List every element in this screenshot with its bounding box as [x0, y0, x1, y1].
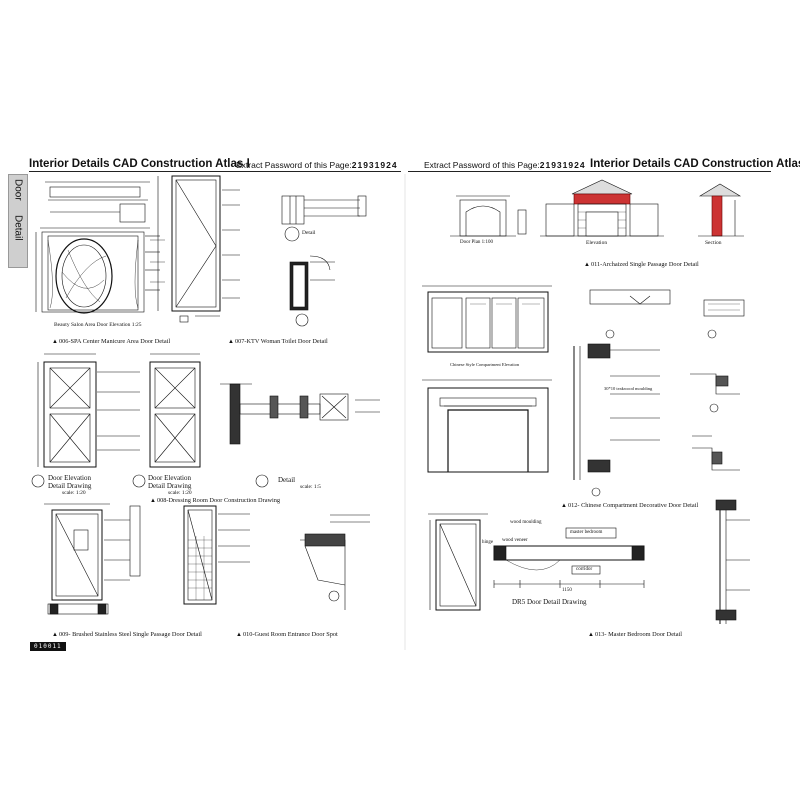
label-corridor: corridor [576, 567, 593, 572]
header-rule-left [29, 171, 401, 172]
label-door-plan: Door Plan 1:100 [460, 240, 494, 245]
left-password: Extract Password of this Page:21931924 [236, 160, 398, 170]
triangle-icon: ▲ [52, 632, 58, 638]
header-rule-right [408, 171, 771, 172]
side-tab-door: Door [12, 179, 24, 201]
label-dr5: DR5 Door Detail Drawing [512, 598, 587, 606]
label-wood-moulding: wood moulding [510, 520, 542, 525]
page-number: 010011 [30, 642, 66, 651]
caption-012: ▲012- Chinese Compartment Decorative Doo… [561, 502, 698, 509]
label-teak-moulding: 30*10 teakwood moulding [604, 386, 653, 391]
label-scale-mid: scale: 1:20 [168, 490, 192, 496]
caption-010-text: 010-Guest Room Entrance Door Spot [242, 631, 338, 638]
drawing-009 [44, 503, 141, 615]
triangle-icon: ▲ [236, 632, 242, 638]
drawing-006 [35, 181, 165, 314]
label-detail-drawing-2: Detail Drawing [148, 482, 192, 490]
caption-012-text: 012- Chinese Compartment Decorative Door… [567, 502, 699, 509]
right-password-label: Extract Password of this Page: [424, 160, 540, 170]
drawing-008 [37, 353, 380, 468]
drawing-011 [450, 179, 744, 237]
label-scale-right: scale: 1:5 [300, 484, 321, 490]
right-page-title: Interior Details CAD Construction Atlas … [590, 158, 800, 170]
right-password: Extract Password of this Page:21931924 [424, 160, 586, 170]
label-chinese-elevation: Chinese Style Compartment Elevation [450, 362, 520, 367]
label-section-011: Section [705, 240, 722, 246]
triangle-icon: ▲ [52, 339, 58, 345]
triangle-icon: ▲ [584, 262, 590, 268]
label-dim-1150: 1150 [562, 588, 572, 593]
caption-010: ▲010-Guest Room Entrance Door Spot [236, 631, 338, 638]
side-tab-detail: Detail [12, 214, 24, 241]
caption-006: ▲006-SPA Center Manicure Area Door Detai… [52, 338, 170, 345]
label-elevation: Elevation [586, 240, 608, 246]
caption-009: ▲009- Brushed Stainless Steel Single Pas… [52, 631, 202, 638]
caption-013-text: 013- Master Bedroom Door Detail [594, 631, 683, 638]
caption-011: ▲011-Archaized Single Passage Door Detai… [584, 261, 699, 268]
drawing-010 [183, 505, 370, 610]
caption-006-text: 006-SPA Center Manicure Area Door Detail [58, 338, 171, 345]
drawing-012 [422, 285, 745, 497]
left-password-label: Extract Password of this Page: [236, 160, 352, 170]
triangle-icon: ▲ [228, 339, 234, 345]
drawing-013 [428, 499, 750, 624]
caption-007: ▲007-KTV Woman Toilet Door Detail [228, 338, 328, 345]
label-detail-drawing: Detail Drawing [48, 482, 92, 490]
left-password-value: 21931924 [351, 160, 398, 170]
caption-008: ▲008-Dressing Room Door Construction Dra… [150, 497, 280, 504]
caption-011-text: 011-Archaized Single Passage Door Detail [590, 261, 699, 268]
label-wood-veneer: wood veneer [502, 538, 528, 543]
label-scale-left: scale: 1:20 [62, 490, 86, 496]
label-hinge: hinge [482, 540, 494, 545]
label-detail-008: Detail [278, 476, 296, 484]
label-beauty-salon: Beauty Salon Area Door Elevation 1:25 [54, 322, 142, 328]
label-master-bedroom: master bedroom [570, 530, 603, 535]
label-door-elevation: Door Elevation [48, 474, 91, 482]
triangle-icon: ▲ [150, 498, 156, 504]
side-tab: Door Detail [8, 174, 28, 268]
label-door-elevation-2: Door Elevation [148, 474, 191, 482]
caption-009-text: 009- Brushed Stainless Steel Single Pass… [58, 631, 202, 638]
triangle-icon: ▲ [561, 503, 567, 509]
caption-013: ▲013- Master Bedroom Door Detail [588, 631, 682, 638]
caption-008-text: 008-Dressing Room Door Construction Draw… [156, 497, 281, 504]
right-password-value: 21931924 [539, 160, 586, 170]
caption-007-text: 007-KTV Woman Toilet Door Detail [234, 338, 328, 345]
left-page-title: Interior Details CAD Construction Atlas … [29, 158, 250, 170]
drawing-007 [157, 175, 367, 327]
label-detail-007: Detail [302, 230, 316, 236]
triangle-icon: ▲ [588, 632, 594, 638]
